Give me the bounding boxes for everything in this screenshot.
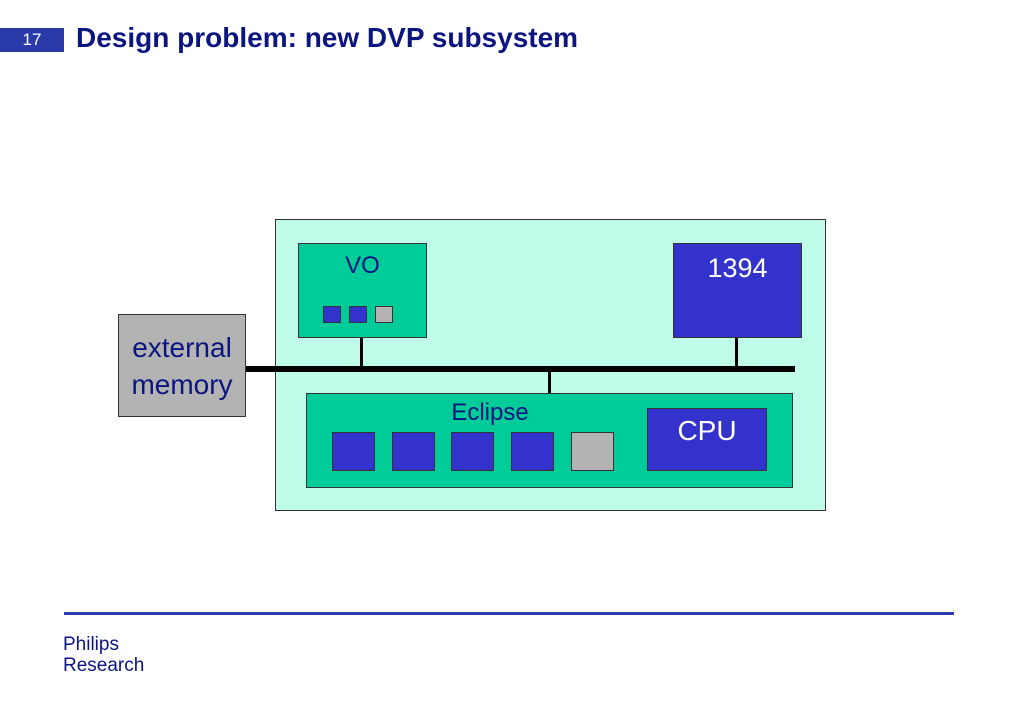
ieee1394-module: [673, 243, 802, 338]
page-number: 17: [0, 28, 64, 52]
eclipse-unit-4: [511, 432, 554, 471]
eclipse-unit-2: [392, 432, 435, 471]
eclipse-label: Eclipse: [451, 399, 529, 426]
footer-company-line2: Research: [63, 655, 145, 676]
page-title: Design problem: new DVP subsystem: [76, 22, 579, 53]
cpu-block: [647, 408, 767, 471]
footer-company: Philips Research: [63, 634, 144, 676]
eclipse-unit-5: [571, 432, 614, 471]
footer-divider: [64, 612, 954, 615]
system-bus: [246, 366, 795, 372]
ieee1394-bus-connector: [735, 338, 738, 367]
external-memory-block: [118, 314, 246, 417]
footer-company-line1: Philips: [63, 634, 119, 655]
vo-label: VO: [345, 252, 380, 279]
ieee1394-label: 1394: [707, 253, 768, 283]
eclipse-bus-connector: [548, 371, 551, 394]
vo-bus-connector: [360, 338, 363, 367]
vo-unit-2: [349, 306, 367, 323]
vo-unit-1: [323, 306, 341, 323]
external-memory-label: external memory: [118, 329, 246, 403]
vo-unit-3: [375, 306, 393, 323]
external-memory-label-line2: memory: [131, 369, 233, 400]
cpu-label: CPU: [677, 415, 737, 446]
eclipse-unit-1: [332, 432, 375, 471]
external-memory-label-line1: external: [132, 332, 232, 363]
eclipse-unit-3: [451, 432, 494, 471]
